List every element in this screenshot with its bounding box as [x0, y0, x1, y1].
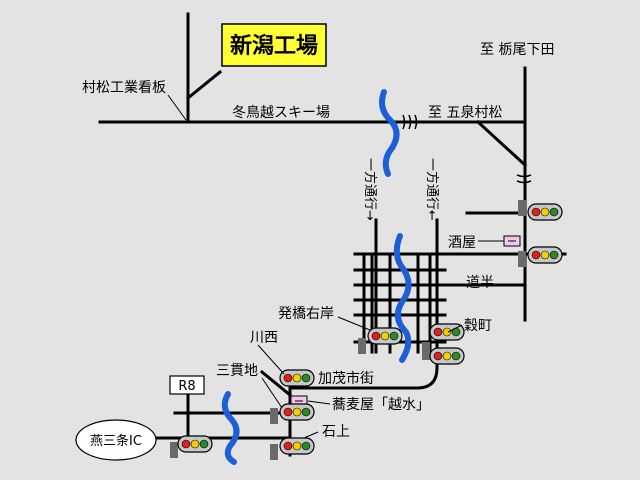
- river-north: [379, 89, 400, 177]
- shop-marker-icon: [503, 235, 521, 247]
- label-ski: 冬鳥越スキー場: [232, 105, 330, 121]
- leader-sankanji: [261, 377, 283, 409]
- road-diagonal-east: [475, 119, 528, 168]
- leader-kokumachi: [447, 324, 463, 333]
- label-kokumachi: 穀町: [464, 318, 492, 334]
- label-kamo-street: 加茂市街: [318, 370, 374, 387]
- label-dohan: 道半: [466, 275, 494, 291]
- road-kamo-street: [288, 350, 439, 457]
- road-break-icon: [516, 174, 532, 184]
- label-sankanji: 三貫地: [216, 363, 258, 379]
- traffic-signal-icon: [279, 369, 315, 387]
- map-title: 新潟工場: [230, 33, 318, 59]
- map-labels: 村松工業看板 冬鳥越スキー場 至 五泉村松 至 栃尾下田 酒屋 道半 穀町 発橋…: [82, 42, 554, 440]
- label-oneway-right: 一方通行←: [424, 158, 440, 221]
- leader-ishigami: [303, 431, 319, 439]
- traffic-signal-icon: [270, 437, 315, 460]
- label-soba-shop: 蕎麦屋「越水」: [332, 397, 430, 413]
- leader-kawanishi: [257, 344, 285, 375]
- river-south: [221, 391, 240, 465]
- river-center: [393, 233, 412, 363]
- route-r8-box: [169, 375, 205, 395]
- interchange-label: 燕三条IC: [90, 433, 142, 449]
- route-r8-label: R8: [178, 379, 195, 394]
- label-kawanishi: 川西: [250, 330, 278, 346]
- road-break-icon: [402, 114, 418, 130]
- traffic-signal-icon: [170, 435, 213, 458]
- road-diagonal: [185, 69, 223, 101]
- label-to-gosen: 至 五泉村松: [428, 104, 502, 121]
- traffic-signal-icon: [422, 342, 465, 365]
- traffic-signal-icon: [518, 200, 563, 221]
- leader-soba: [307, 400, 331, 405]
- traffic-signal-icon: [358, 327, 403, 354]
- road-sw-diag: [259, 369, 293, 398]
- river-icon: [221, 89, 412, 465]
- label-muramatsu-sign: 村松工業看板: [82, 80, 166, 96]
- title-box: [221, 23, 327, 67]
- label-to-tochio: 至 栃尾下田: [480, 42, 554, 58]
- label-ishigami: 石上: [322, 424, 350, 440]
- label-hasshubashi: 発橋右岸: [278, 306, 334, 322]
- leader-lines: [167, 94, 504, 439]
- leader-hasshubashi: [337, 316, 371, 331]
- interchange-ellipse: [75, 419, 157, 461]
- traffic-signal-icon: [270, 403, 315, 424]
- traffic-signal-icon: [518, 246, 563, 267]
- label-oneway-left: 一方通行→: [362, 158, 378, 221]
- leader-muramatsu: [167, 94, 187, 121]
- label-sakaya: 酒屋: [448, 235, 476, 251]
